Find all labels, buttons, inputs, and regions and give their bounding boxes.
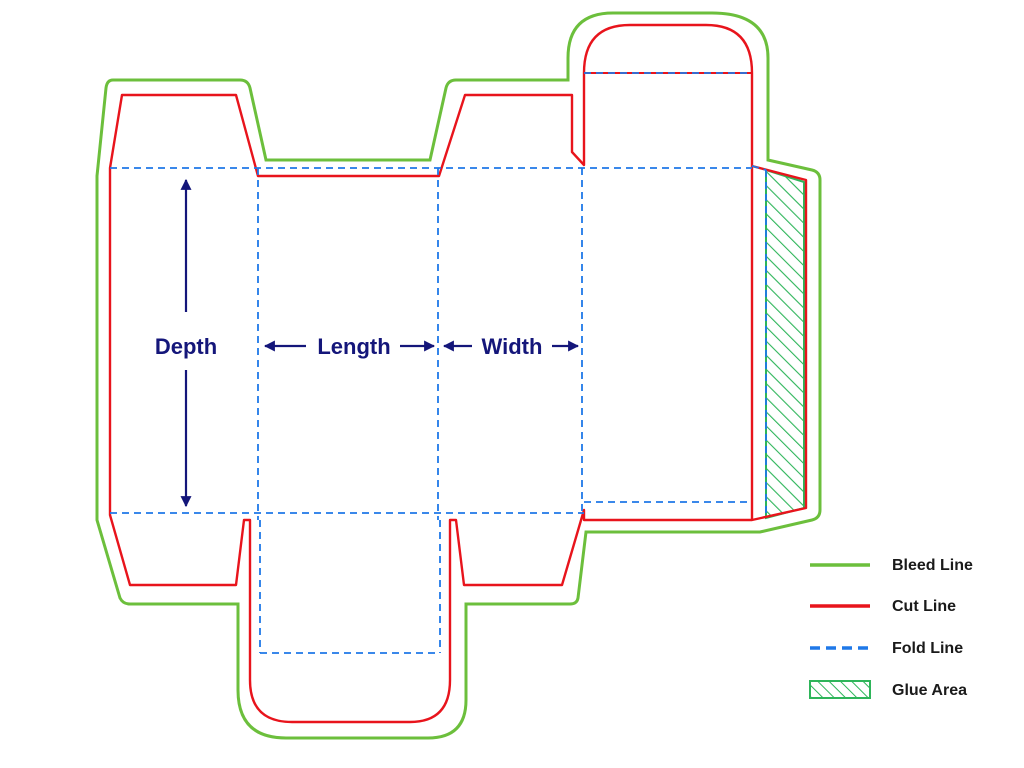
length-label: Length [317,334,390,359]
legend-bleed-label: Bleed Line [892,557,973,574]
legend: Bleed Line Cut Line Fold Line Glue Area [809,557,973,699]
depth-label: Depth [155,334,217,359]
depth-dimension: Depth [155,178,217,508]
width-dimension: Width [442,334,580,359]
legend-glue-label: Glue Area [892,682,967,699]
bleed-line [95,11,822,740]
glue-area [765,168,805,520]
legend-fold-label: Fold Line [892,640,963,657]
length-dimension: Length [263,334,436,359]
fold-lines [110,72,767,654]
legend-cut-label: Cut Line [892,598,956,615]
cut-line [108,23,808,724]
width-label: Width [482,334,543,359]
legend-glue-swatch [809,680,871,699]
